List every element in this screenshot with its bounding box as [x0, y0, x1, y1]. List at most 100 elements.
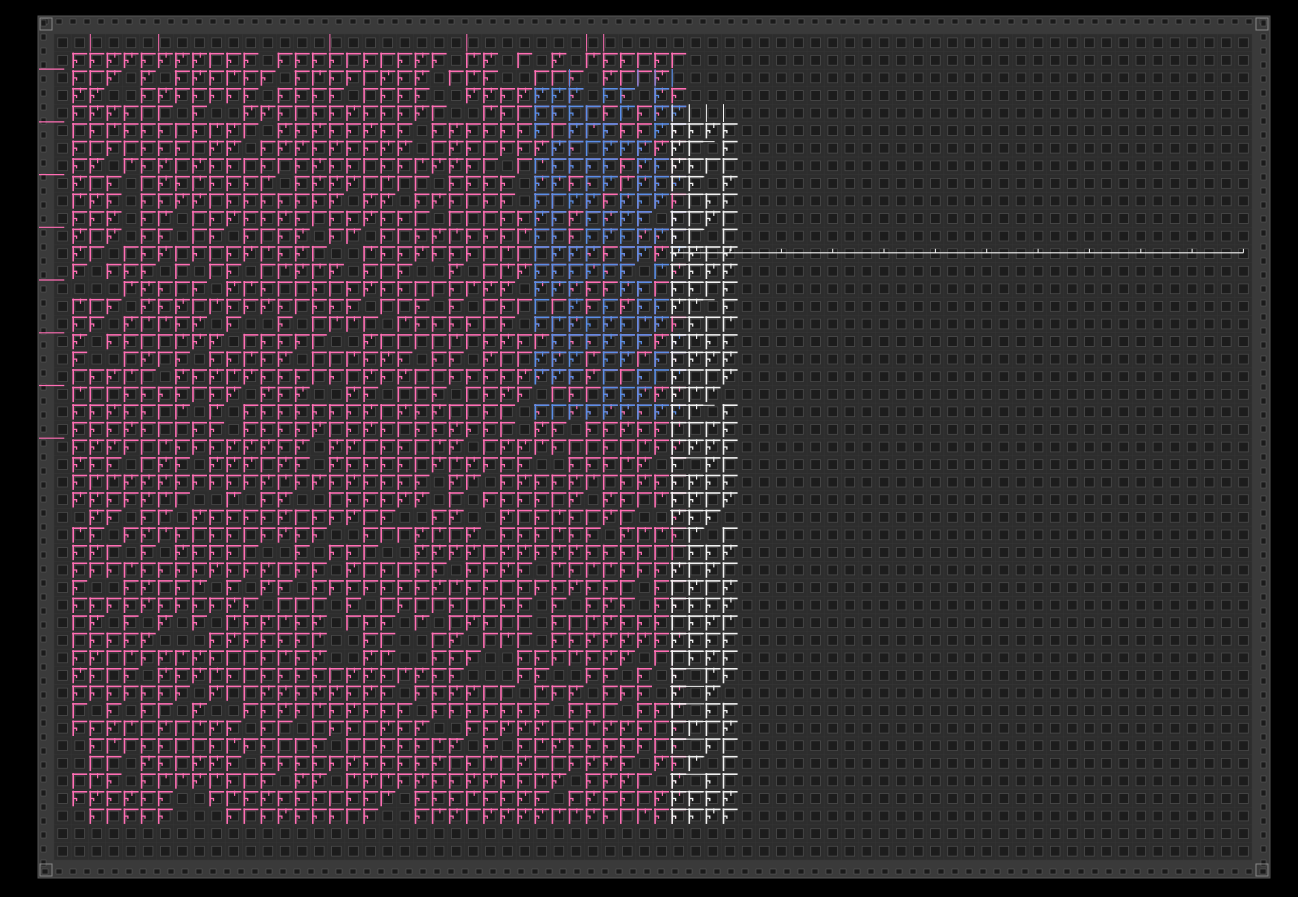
logic-tile [211, 617, 222, 628]
logic-tile [981, 599, 992, 611]
io-pad [195, 868, 203, 875]
logic-tile [1186, 441, 1198, 453]
logic-tile [382, 318, 393, 330]
logic-tile [656, 512, 667, 523]
logic-tile [450, 459, 462, 470]
logic-tile [947, 230, 958, 242]
logic-tile [810, 687, 821, 699]
logic-tile [776, 125, 787, 136]
logic-tile [724, 775, 736, 787]
logic-tile [878, 195, 890, 207]
logic-tile [1152, 599, 1164, 611]
logic-tile [1032, 230, 1044, 242]
logic-tile [1169, 582, 1181, 593]
logic-tile [1204, 37, 1215, 49]
logic-tile [399, 424, 411, 435]
logic-tile [502, 265, 513, 277]
net-pin-connection [278, 130, 283, 134]
net-pin-connection [244, 77, 249, 81]
logic-tile [91, 582, 103, 593]
net-pin-connection [73, 235, 78, 239]
logic-tile [1084, 599, 1095, 611]
logic-tile [656, 265, 667, 277]
logic-tile [793, 547, 804, 558]
logic-tile [1135, 283, 1147, 295]
logic-tile [108, 828, 120, 839]
logic-tile [1152, 705, 1164, 716]
net-pin-connection [569, 182, 574, 186]
logic-tile [896, 388, 907, 400]
logic-tile [998, 178, 1010, 189]
io-pad [40, 257, 47, 265]
net-pin-connection [381, 112, 386, 116]
logic-tile [947, 740, 958, 751]
logic-tile [502, 845, 513, 857]
logic-tile [759, 476, 770, 488]
logic-tile [947, 758, 958, 769]
io-pad [881, 868, 889, 875]
logic-tile [553, 195, 565, 207]
logic-tile [981, 793, 992, 804]
logic-tile [1084, 547, 1095, 558]
logic-tile [861, 55, 873, 66]
logic-tile [194, 388, 205, 400]
net-pin-connection [603, 270, 608, 274]
logic-tile [1204, 336, 1215, 347]
logic-tile [1118, 810, 1129, 822]
net-pin-connection [466, 130, 471, 134]
logic-tile [776, 494, 787, 505]
logic-tile [896, 722, 907, 734]
logic-tile [468, 670, 479, 681]
logic-tile [656, 652, 667, 664]
logic-tile [1015, 37, 1027, 49]
logic-tile [1169, 775, 1181, 787]
logic-tile [827, 90, 838, 101]
logic-tile [1050, 845, 1061, 857]
logic-tile [673, 652, 684, 664]
logic-tile [1221, 125, 1232, 136]
logic-tile [913, 406, 924, 418]
net-pin-connection [295, 270, 300, 274]
logic-tile [348, 529, 359, 541]
logic-tile [930, 599, 941, 611]
io-pad [335, 868, 343, 875]
logic-tile [1152, 547, 1164, 558]
logic-tile [57, 845, 68, 857]
logic-tile [279, 178, 291, 189]
logic-tile [673, 55, 684, 66]
net-pin-connection [158, 253, 163, 257]
logic-tile [502, 740, 513, 751]
logic-tile [930, 55, 941, 66]
logic-tile [1135, 424, 1147, 435]
io-pad [447, 868, 455, 875]
logic-tile [1067, 265, 1078, 277]
logic-tile [536, 617, 548, 628]
logic-tile [1015, 670, 1027, 681]
logic-tile [587, 441, 599, 453]
logic-tile [1050, 599, 1061, 611]
logic-tile [896, 37, 907, 49]
logic-tile [896, 441, 907, 453]
logic-tile [57, 283, 68, 295]
logic-tile [844, 37, 856, 49]
logic-tile [1015, 213, 1027, 224]
net-pin-connection [449, 288, 454, 292]
logic-tile [998, 617, 1010, 628]
logic-tile [1238, 494, 1249, 505]
logic-tile [433, 845, 445, 857]
logic-tile [279, 476, 291, 488]
logic-tile [810, 599, 821, 611]
logic-tile [502, 670, 513, 681]
logic-tile [382, 529, 393, 541]
logic-tile [160, 582, 171, 593]
logic-tile [793, 476, 804, 488]
io-pad [1260, 509, 1267, 517]
logic-tile [793, 441, 804, 453]
logic-tile [1101, 512, 1112, 523]
logic-tile [930, 845, 941, 857]
logic-tile [519, 301, 530, 312]
logic-tile [553, 810, 565, 822]
logic-tile [724, 529, 736, 541]
